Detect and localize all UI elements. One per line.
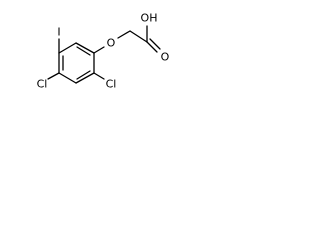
atom-label-ether-oxygen: O: [107, 37, 116, 50]
bond-oxygen-ch2: [117, 30, 131, 39]
atom-label-iodine: I: [57, 26, 60, 39]
bond-carbonyl-oxygen-1: [146, 41, 158, 53]
ring-bond-bottom-right: [75, 72, 95, 84]
atom-label-chlorine-right: Cl: [106, 78, 117, 91]
benzene-ring: [58, 42, 95, 84]
structure-diagram: I Cl Cl O OH O: [37, 12, 170, 91]
bond-ch2-carbonyl: [129, 30, 148, 43]
atom-label-hydroxyl: OH: [141, 12, 158, 25]
atom-label-chlorine-left: Cl: [37, 78, 48, 91]
atom-label-carbonyl-oxygen: O: [161, 51, 170, 64]
ring-double-bond-top: [76, 46, 91, 56]
ring-bond-bottom-left: [58, 72, 77, 84]
bond-ring-chlorine-right: [93, 72, 105, 80]
ring-bond-top-left: [58, 42, 77, 54]
ring-bond-top-right: [75, 42, 95, 54]
bond-ring-ether-oxygen: [93, 46, 105, 54]
ring-double-bond-bottom: [76, 70, 91, 80]
bond-carbonyl-oxygen-2: [149, 38, 161, 50]
bond-ring-chlorine-left: [47, 72, 60, 80]
